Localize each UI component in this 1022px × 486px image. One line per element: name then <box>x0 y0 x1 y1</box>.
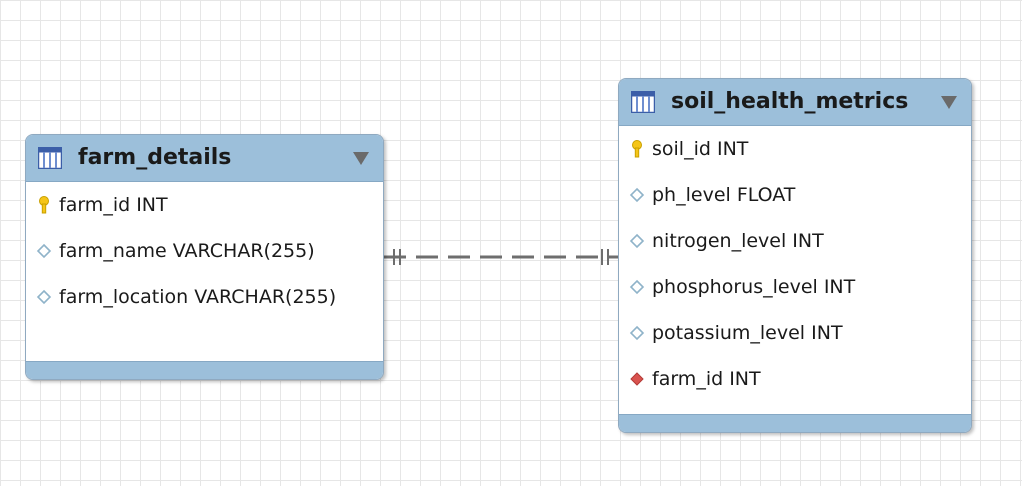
column-diamond-icon <box>36 243 52 259</box>
entity-title: soil_health_metrics <box>671 89 909 114</box>
entity-footer <box>26 361 383 379</box>
entity-title: farm_details <box>78 145 232 170</box>
entity-soil-health-metrics[interactable]: soil_health_metrics soil_id INT ph_level… <box>618 78 972 433</box>
entity-header[interactable]: soil_health_metrics <box>619 79 971 126</box>
column-list: soil_id INT ph_level FLOAT nitrogen_leve… <box>619 126 971 402</box>
entity-header[interactable]: farm_details <box>26 135 383 182</box>
column-diamond-icon <box>629 325 645 341</box>
column-row-primary-key[interactable]: soil_id INT <box>619 126 971 172</box>
entity-farm-details[interactable]: farm_details farm_id INT farm_name VARCH… <box>25 134 384 380</box>
entity-footer <box>619 414 971 432</box>
column-label: nitrogen_level INT <box>652 230 824 252</box>
column-row[interactable]: farm_location VARCHAR(255) <box>26 274 383 320</box>
column-label: phosphorus_level INT <box>652 276 856 298</box>
column-row[interactable]: potassium_level INT <box>619 310 971 356</box>
column-row[interactable]: phosphorus_level INT <box>619 264 971 310</box>
column-row[interactable]: nitrogen_level INT <box>619 218 971 264</box>
foreign-key-diamond-icon <box>630 372 644 386</box>
dropdown-arrow-icon[interactable] <box>941 96 957 109</box>
column-diamond-icon <box>629 279 645 295</box>
column-label: farm_location VARCHAR(255) <box>59 286 337 308</box>
column-row-foreign-key[interactable]: farm_id INT <box>619 356 971 402</box>
column-label: soil_id INT <box>652 138 749 160</box>
column-list: farm_id INT farm_name VARCHAR(255) farm_… <box>26 182 383 320</box>
column-label: farm_id INT <box>59 194 168 216</box>
column-row[interactable]: ph_level FLOAT <box>619 172 971 218</box>
dropdown-arrow-icon[interactable] <box>353 152 369 165</box>
key-icon <box>632 140 642 158</box>
column-diamond-icon <box>36 289 52 305</box>
column-label: farm_id INT <box>652 368 761 390</box>
table-icon <box>38 147 62 169</box>
column-row-primary-key[interactable]: farm_id INT <box>26 182 383 228</box>
column-label: potassium_level INT <box>652 322 843 344</box>
column-label: ph_level FLOAT <box>652 184 796 206</box>
key-icon <box>39 196 49 214</box>
column-label: farm_name VARCHAR(255) <box>59 240 315 262</box>
column-diamond-icon <box>629 187 645 203</box>
column-row[interactable]: farm_name VARCHAR(255) <box>26 228 383 274</box>
column-diamond-icon <box>629 233 645 249</box>
table-icon <box>631 91 655 113</box>
